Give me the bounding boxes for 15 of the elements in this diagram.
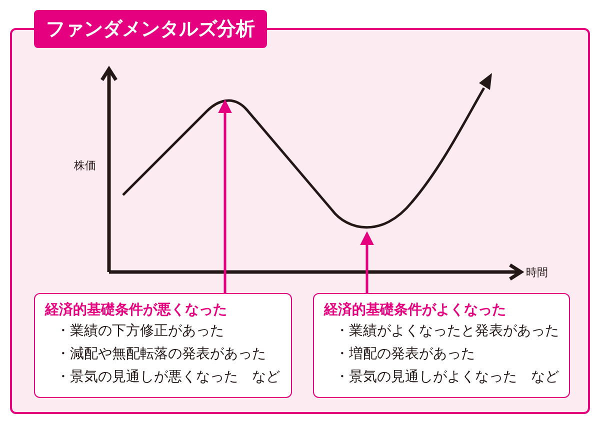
bullet-item: ・景気の見通しがよくなった など [335, 368, 560, 387]
bullet-item: ・減配や無配転落の発表があった [56, 345, 267, 364]
box-heading: 経済的基礎条件が悪くなった [45, 301, 228, 320]
text-box [34, 293, 292, 398]
text-box [313, 293, 570, 398]
box-heading: 経済的基礎条件がよくなった [324, 301, 507, 320]
bullet-item: ・業績の下方修正があった [56, 322, 225, 341]
bullet-item: ・増配の発表があった [335, 345, 476, 364]
bullet-item: ・業績がよくなったと発表があった [335, 322, 560, 341]
axis-label: 時間 [526, 265, 548, 280]
axis-label: 株価 [74, 158, 96, 173]
title-tab: ファンダメンタルズ分析 [34, 10, 267, 48]
bullet-item: ・景気の見通しが悪くなった など [56, 368, 281, 387]
arrow [218, 99, 232, 293]
arrow [360, 231, 374, 293]
